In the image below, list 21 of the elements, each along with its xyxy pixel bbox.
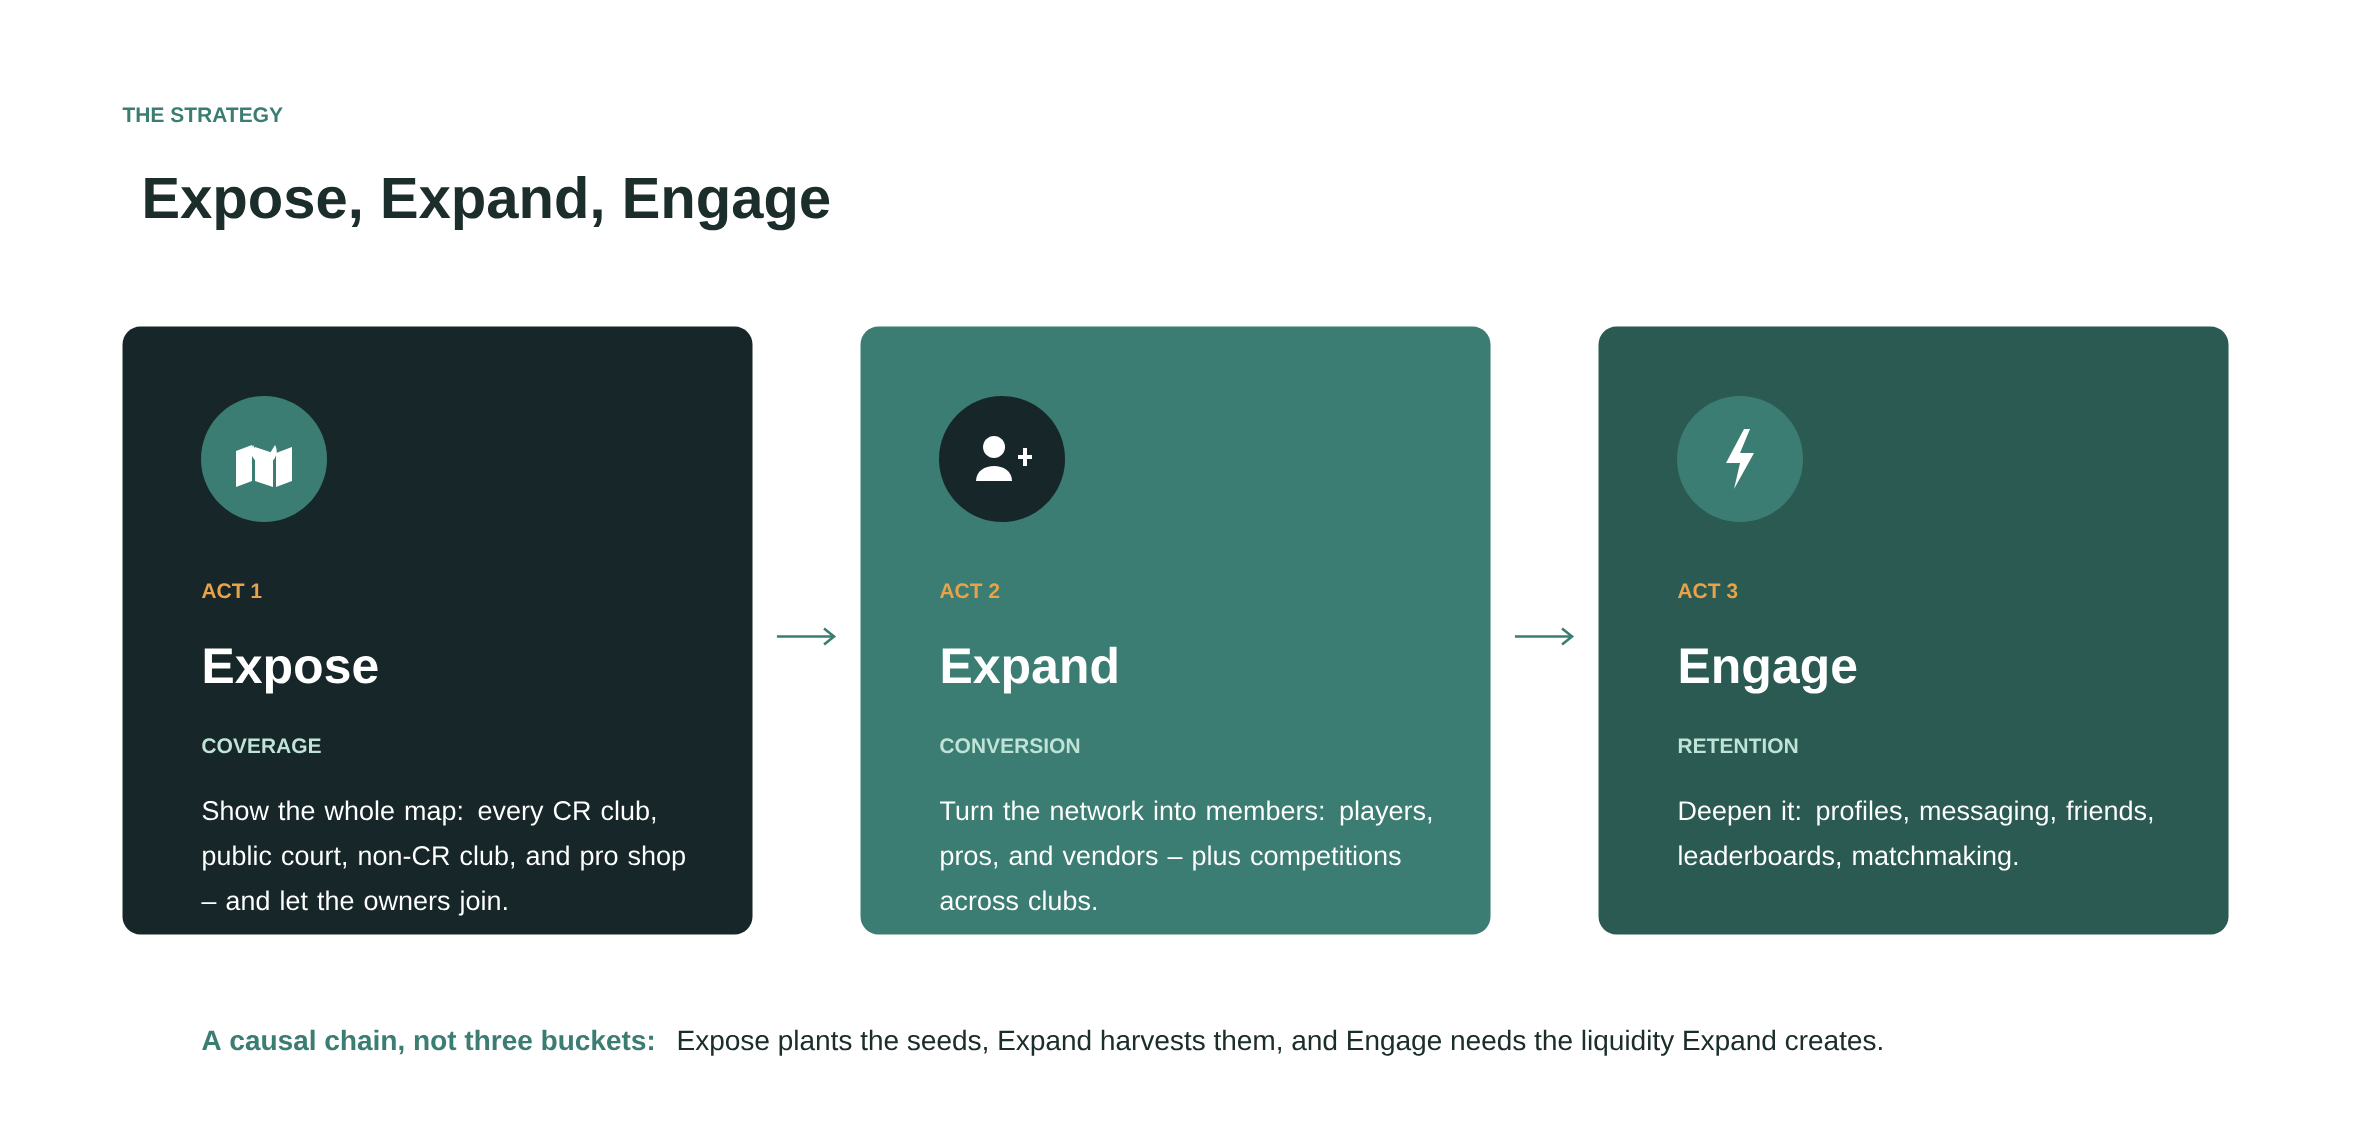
act-label: ACT 2 (939, 583, 1000, 599)
act-label: ACT 1 (201, 583, 262, 599)
arrow (776, 627, 837, 646)
card-description: Turn the network into members: players, pros, and vendors – plus competitions across clubs. (940, 800, 1432, 911)
arrow (1514, 627, 1575, 646)
card-title: Expose (204, 648, 378, 694)
card-title: Expand (942, 646, 1117, 694)
card-description: Deepen it: profiles, messaging, friends, leaderboards, matchmaking. (1679, 800, 2153, 871)
footer-note: Expose plants the seeds, Expand harvests them, and Engage needs the liquidity Expand creates. (678, 1029, 1882, 1056)
act-card (122, 326, 753, 935)
act-card (1598, 326, 2229, 935)
callout-label: A causal chain, not three buckets: (202, 1029, 654, 1055)
card-title: Engage (1680, 648, 1857, 694)
card-subtitle: CONVERSION (940, 738, 1080, 754)
card-subtitle: RETENTION (1678, 738, 1798, 754)
card-subtitle: COVERAGE (202, 738, 321, 754)
act-card (860, 326, 1491, 935)
section-label: THE STRATEGY (122, 107, 283, 123)
act-label: ACT 3 (1677, 583, 1738, 599)
heading: Expose, Expand, Engage (145, 176, 830, 231)
card-description: Show the whole map: every CR club, public court, non-CR club, and pro shop – and let the owners join. (201, 800, 685, 916)
